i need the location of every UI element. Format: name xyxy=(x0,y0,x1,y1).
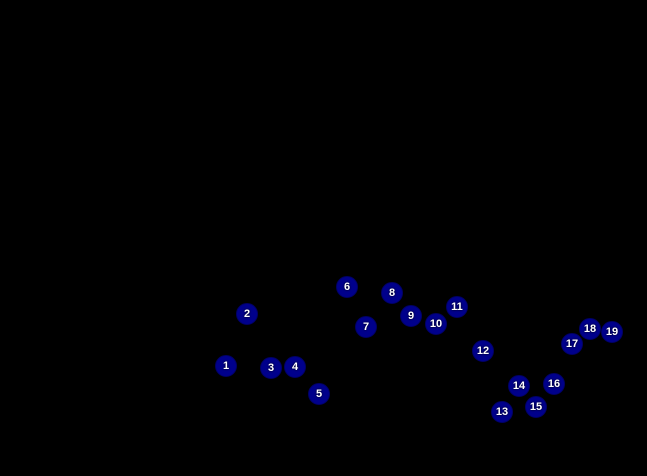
numbered-marker-9[interactable]: 9 xyxy=(400,305,422,327)
numbered-marker-3[interactable]: 3 xyxy=(260,357,282,379)
numbered-marker-2[interactable]: 2 xyxy=(236,303,258,325)
numbered-marker-15[interactable]: 15 xyxy=(525,396,547,418)
numbered-marker-1[interactable]: 1 xyxy=(215,355,237,377)
numbered-marker-18[interactable]: 18 xyxy=(579,318,601,340)
numbered-marker-11[interactable]: 11 xyxy=(446,296,468,318)
numbered-marker-8[interactable]: 8 xyxy=(381,282,403,304)
numbered-marker-17[interactable]: 17 xyxy=(561,333,583,355)
numbered-marker-4[interactable]: 4 xyxy=(284,356,306,378)
numbered-marker-14[interactable]: 14 xyxy=(508,375,530,397)
numbered-marker-6[interactable]: 6 xyxy=(336,276,358,298)
numbered-marker-16[interactable]: 16 xyxy=(543,373,565,395)
numbered-marker-7[interactable]: 7 xyxy=(355,316,377,338)
numbered-marker-12[interactable]: 12 xyxy=(472,340,494,362)
numbered-marker-19[interactable]: 19 xyxy=(601,321,623,343)
numbered-marker-10[interactable]: 10 xyxy=(425,313,447,335)
numbered-marker-5[interactable]: 5 xyxy=(308,383,330,405)
numbered-marker-13[interactable]: 13 xyxy=(491,401,513,423)
